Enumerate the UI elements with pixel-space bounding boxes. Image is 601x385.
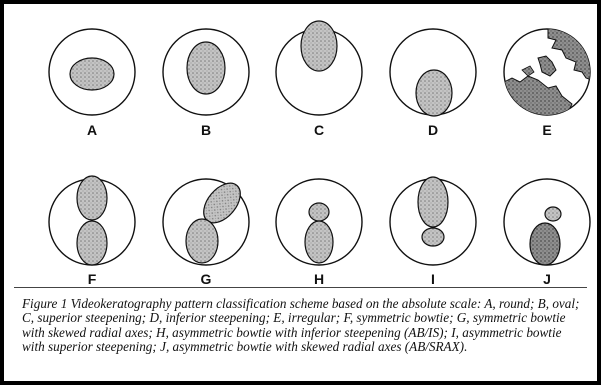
panel-label: D	[428, 122, 438, 138]
panel-C: C	[276, 21, 362, 138]
superior-lobe	[545, 207, 561, 221]
inferior-lobe	[530, 223, 560, 265]
panel-label: B	[201, 122, 211, 138]
panel-D: D	[390, 29, 476, 138]
figure-caption: Figure 1 Videokeratography pattern class…	[22, 297, 582, 355]
panel-G: G	[163, 176, 249, 287]
panel-label: E	[542, 122, 551, 138]
inferior-lobe	[305, 221, 333, 263]
panel-label: H	[314, 271, 324, 287]
panel-B: B	[163, 29, 249, 138]
oval-pattern	[187, 42, 225, 94]
panel-J: J	[504, 179, 590, 287]
panel-E: E	[500, 28, 592, 138]
superior-lobe	[418, 177, 448, 227]
inferior-lobe	[422, 228, 444, 246]
inferior-steepening-pattern	[416, 70, 452, 116]
superior-lobe	[77, 176, 107, 220]
panel-label: F	[88, 271, 97, 287]
caption-divider	[14, 287, 587, 288]
panel-label: A	[87, 122, 97, 138]
panel-label: J	[543, 271, 551, 287]
round-pattern	[70, 58, 114, 90]
superior-lobe	[309, 203, 329, 221]
inferior-lobe	[77, 221, 107, 265]
panel-I: I	[390, 177, 476, 287]
panel-A: A	[49, 29, 135, 138]
superior-steepening-pattern	[301, 21, 337, 71]
panel-label: C	[314, 122, 324, 138]
inferior-lobe	[186, 219, 218, 263]
panel-label: G	[201, 271, 212, 287]
panel-F: F	[49, 176, 135, 287]
panel-H: H	[276, 179, 362, 287]
panel-label: I	[431, 271, 435, 287]
